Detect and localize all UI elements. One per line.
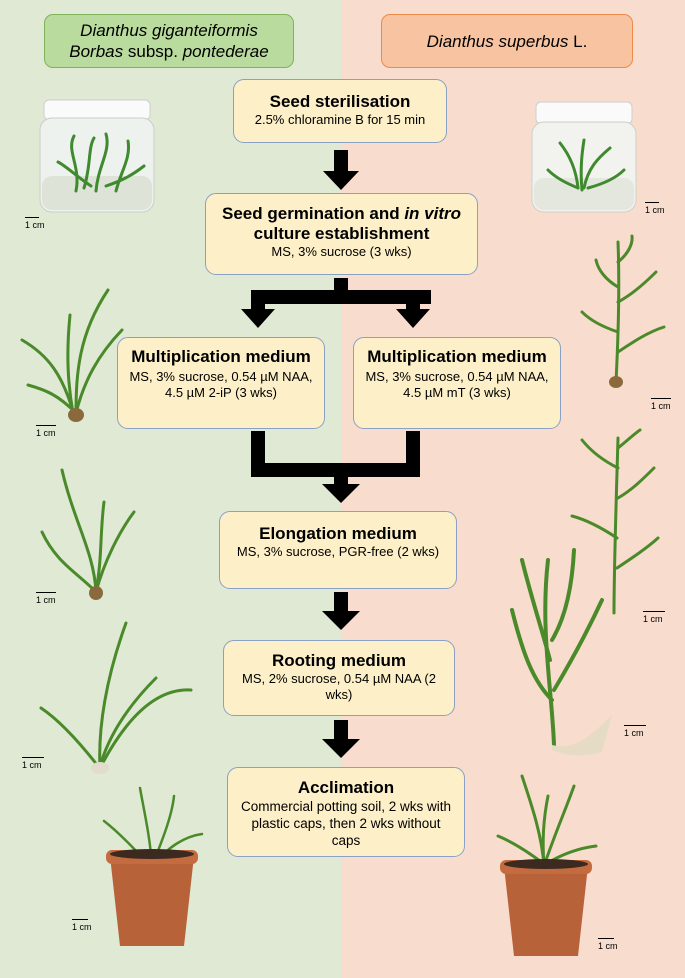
jar-culture-icon xyxy=(39,99,155,213)
step-acclimation: Acclimation Commercial potting soil, 2 w… xyxy=(227,767,465,857)
step-detail: Commercial potting soil, 2 wks with plas… xyxy=(240,799,452,848)
step-detail: 2.5% chloramine B for 15 min xyxy=(254,112,426,127)
step-title: Multiplication medium xyxy=(367,347,547,366)
step-title: Seed sterilisation xyxy=(269,92,411,111)
species-right-label: Dianthus superbus L. xyxy=(381,14,633,68)
species-left-label: Dianthus giganteiformis Borbas subsp. po… xyxy=(44,14,294,68)
species-left-author: Borbas xyxy=(69,42,124,61)
step-detail: MS, 3% sucrose, 0.54 µM NAA, 4.5 µM 2-iP… xyxy=(129,369,313,400)
split-bar xyxy=(251,290,431,304)
step-title: Elongation medium xyxy=(259,524,417,543)
plantlet-icon xyxy=(580,234,666,388)
plantlet-icon xyxy=(39,621,193,774)
plantlet-icon xyxy=(40,468,136,600)
plantlet-icon xyxy=(570,428,660,615)
species-left-line1: Dianthus giganteiformis xyxy=(80,21,258,40)
plantlet-icon xyxy=(510,548,612,756)
species-left-subspecies: pontederae xyxy=(182,42,269,61)
potted-plant-icon xyxy=(102,786,204,946)
step-title: Multiplication medium xyxy=(131,347,311,366)
species-right-name: Dianthus superbus xyxy=(426,32,569,51)
step-germination: Seed germination and in vitro culture es… xyxy=(205,193,478,275)
step-detail: MS, 2% sucrose, 0.54 µM NAA (2 wks) xyxy=(242,671,436,702)
species-right-author: L. xyxy=(568,32,588,51)
scale-bar: 1 cm xyxy=(22,757,44,770)
scale-bar: 1 cm xyxy=(72,919,92,932)
step-multiplication-right: Multiplication medium MS, 3% sucrose, 0.… xyxy=(353,337,561,429)
scale-bar: 1 cm xyxy=(624,725,646,738)
step-title: Seed germination and in vitro culture es… xyxy=(222,204,461,243)
scale-bar: 1 cm xyxy=(645,202,665,215)
scale-bar: 1 cm xyxy=(25,217,45,230)
step-detail: MS, 3% sucrose (3 wks) xyxy=(271,244,412,259)
arrow-shaft xyxy=(334,150,348,172)
step-title: Rooting medium xyxy=(271,651,407,670)
step-detail: MS, 3% sucrose, PGR-free (2 wks) xyxy=(236,544,440,559)
jar-culture-icon xyxy=(531,101,637,213)
scale-bar: 1 cm xyxy=(36,425,56,438)
scale-bar: 1 cm xyxy=(36,592,56,605)
arrow-head-merge xyxy=(322,484,360,503)
scale-bar: 1 cm xyxy=(598,938,618,951)
plantlet-icon xyxy=(20,288,124,422)
scale-bar: 1 cm xyxy=(651,398,671,411)
arrow-head-left xyxy=(241,309,275,328)
step-title: Acclimation xyxy=(297,778,395,797)
step-detail: MS, 3% sucrose, 0.54 µM NAA, 4.5 µM mT (… xyxy=(365,369,549,400)
potted-plant-icon xyxy=(496,774,598,956)
arrow-head xyxy=(323,171,359,190)
step-multiplication-left: Multiplication medium MS, 3% sucrose, 0.… xyxy=(117,337,325,429)
species-left-rank: subsp. xyxy=(123,42,183,61)
scale-bar: 1 cm xyxy=(643,611,665,624)
step-rooting: Rooting medium MS, 2% sucrose, 0.54 µM N… xyxy=(223,640,455,716)
arrow-head-right xyxy=(396,309,430,328)
step-seed-sterilisation: Seed sterilisation 2.5% chloramine B for… xyxy=(233,79,447,143)
step-elongation: Elongation medium MS, 3% sucrose, PGR-fr… xyxy=(219,511,457,589)
